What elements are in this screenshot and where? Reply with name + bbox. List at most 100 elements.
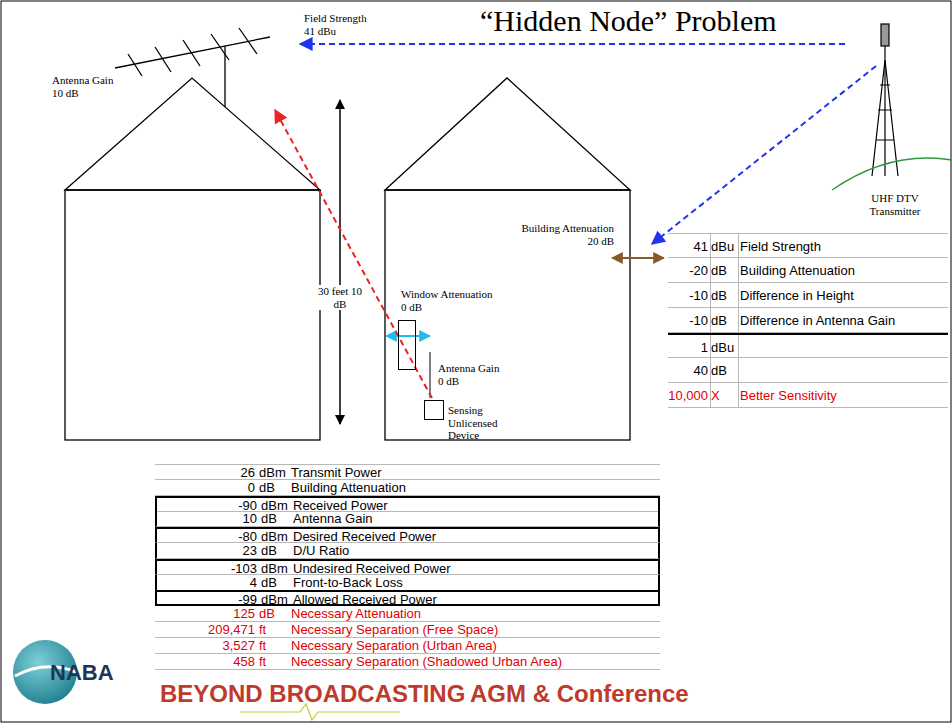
window-attenuation-arrow (386, 335, 430, 337)
antenna-gain-label: Antenna Gain 0 dB (438, 362, 502, 387)
table-cell: 40 (668, 363, 708, 378)
table-cell: 209,471 (155, 622, 255, 637)
interference-connector (275, 110, 432, 398)
cell-divider (738, 258, 739, 283)
table-cell: Front-to-Back Loss (293, 575, 653, 590)
table-cell: 10,000 (668, 388, 708, 403)
right-house (385, 78, 630, 440)
node-label: Sensing Unlicensed Device (448, 404, 506, 442)
table-cell: 4 (157, 575, 257, 590)
conference-name: BEYOND BROADCASTING (160, 680, 465, 708)
table-row: 4 dBFront-to-Back Loss (155, 575, 660, 591)
table-cell: Difference in Height (740, 288, 948, 303)
signal-connector (300, 43, 845, 45)
transmitter-node: UHF DTV Transmitter (845, 20, 945, 220)
cell-divider (710, 234, 711, 259)
table-cell: 10 (157, 511, 257, 526)
table-cell: 3,527 (155, 638, 255, 653)
table-cell: 125 (155, 606, 255, 621)
table-cell: Antenna Gain (293, 511, 653, 526)
table-cell: -103 (157, 561, 257, 576)
cell-divider (710, 335, 711, 360)
device-box (424, 400, 444, 420)
table-cell: dB (711, 263, 737, 278)
conference-subtitle: AGM & Conference (470, 680, 689, 708)
yagi-antenna (115, 28, 270, 107)
cell-divider (710, 283, 711, 308)
table-cell: dB (259, 480, 289, 495)
table-row: 40dB (668, 358, 948, 383)
table-cell: -10 (668, 313, 708, 328)
transmitter-tower-drawing (872, 24, 898, 176)
table-row: 125 dBNecessary Attenuation (155, 606, 660, 622)
table-row: -20dBBuilding Attenuation (668, 258, 948, 283)
table-cell: Allowed Received Power (293, 592, 653, 607)
signal-to-building (652, 66, 876, 244)
table-row: -10dBDifference in Antenna Gain (668, 308, 948, 333)
table-cell: dB (261, 575, 291, 590)
table-cell: dBu (711, 340, 737, 355)
table-cell: D/U Ratio (293, 543, 653, 558)
cell-divider (738, 383, 739, 408)
table-cell: ft (259, 638, 289, 653)
cell-divider (710, 308, 711, 333)
edge-label: Field Strength 41 dBu (304, 12, 376, 37)
table-cell: Necessary Separation (Shadowed Urban Are… (291, 654, 651, 669)
table-cell: -99 (157, 592, 257, 607)
table-cell: ft (259, 654, 289, 669)
table-cell: 41 (668, 239, 708, 254)
table-cell: Undesired Received Power (293, 561, 653, 576)
table-cell: ft (259, 622, 289, 637)
node-label: Antenna Gain 10 dB (52, 74, 114, 99)
cell-divider (738, 308, 739, 333)
table-cell: dBm (261, 592, 291, 607)
attenuation-label: Building Attenuation 20 dB (520, 222, 614, 247)
table-row: -80dBmDesired Received Power (155, 527, 660, 543)
ground-arc (832, 158, 952, 190)
table-cell: dBm (261, 561, 291, 576)
cell-divider (738, 234, 739, 259)
table-cell: Necessary Separation (Urban Area) (291, 638, 651, 653)
device-antenna (430, 352, 431, 398)
cell-divider (710, 258, 711, 283)
table-row: -90dBmReceived Power (155, 496, 660, 512)
table-row: 0 dBBuilding Attenuation (155, 480, 660, 496)
table-cell: 0 (155, 480, 255, 495)
cell-divider (710, 383, 711, 408)
table-cell: dBm (261, 529, 291, 544)
table-cell: Necessary Separation (Free Space) (291, 622, 651, 637)
table-cell: Difference in Antenna Gain (740, 313, 948, 328)
left-house (65, 78, 320, 440)
node-label: UHF DTV Transmitter (857, 192, 933, 217)
table-row: 3,527 ftNecessary Separation (Urban Area) (155, 638, 660, 654)
table-cell: 458 (155, 654, 255, 669)
cell-divider (710, 358, 711, 383)
table-cell: -10 (668, 288, 708, 303)
table-cell: 26 (155, 465, 255, 480)
table-row: 10,000XBetter Sensitivity (668, 383, 948, 408)
table-cell: Building Attenuation (740, 263, 948, 278)
slide-title: “Hidden Node” Problem (476, 4, 781, 38)
cell-divider (738, 283, 739, 308)
table-cell: dB (711, 313, 737, 328)
table-cell: dB (711, 288, 737, 303)
table-cell: dB (259, 606, 289, 621)
table-cell: -20 (668, 263, 708, 278)
sensing-device-node: Sensing Unlicensed Device (424, 398, 504, 454)
table-cell: dBu (711, 239, 737, 254)
table-row: 26 dBmTransmit Power (155, 464, 660, 480)
table-row: 209,471 ftNecessary Separation (Free Spac… (155, 622, 660, 638)
table-row: 23dBD/U Ratio (155, 543, 660, 559)
table-row: -99 dBmAllowed Received Power (155, 590, 660, 606)
table-cell: dB (261, 543, 291, 558)
table-cell: Necessary Attenuation (291, 606, 651, 621)
table-cell: Building Attenuation (291, 480, 651, 495)
table-cell: dBm (259, 465, 289, 480)
table-cell: X (711, 388, 737, 403)
table-row: 458 ftNecessary Separation (Shadowed Urba… (155, 654, 660, 670)
table-cell: Transmit Power (291, 465, 651, 480)
table-cell: Desired Received Power (293, 529, 653, 544)
